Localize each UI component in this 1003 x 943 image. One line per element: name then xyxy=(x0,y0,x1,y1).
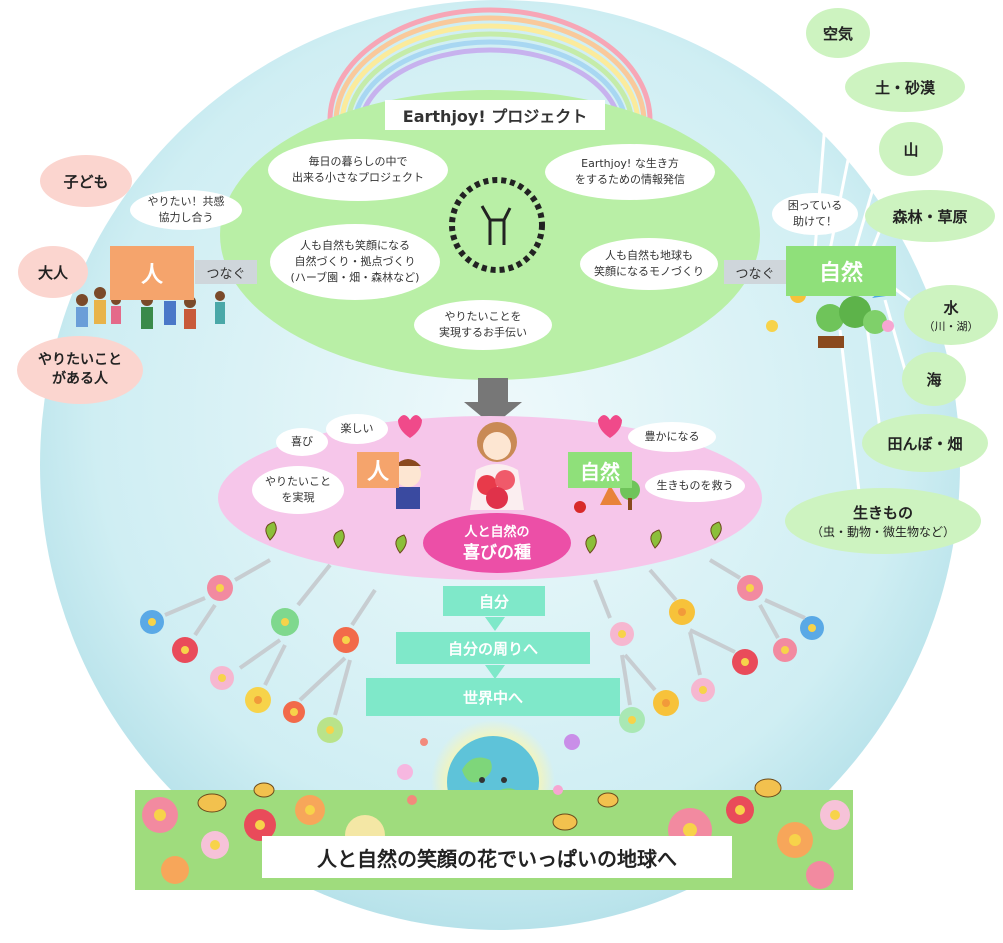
scattered-flowers xyxy=(140,575,824,743)
joy-bubble-realize: やりたいこと を実現 xyxy=(252,466,344,514)
people-speech: やりたい！共感 協力し合う xyxy=(130,190,242,230)
project-bubble-daily: 毎日の暮らしの中で 出来る小さなプロジェクト xyxy=(268,139,448,201)
flow-self: 自分 xyxy=(443,586,545,616)
flow-arrow-icon xyxy=(485,617,505,631)
project-bubble-info: Earthjoy! な生き方 をするための情報発信 xyxy=(545,144,715,200)
seedling-icons xyxy=(265,521,722,554)
wreath-icon xyxy=(449,177,545,273)
project-bubble-support: やりたいことを 実現するお手伝い xyxy=(414,300,552,350)
sparkle-flowers xyxy=(397,734,580,805)
flow-world: 世界中へ xyxy=(366,678,620,716)
people-connect-tag: つなぐ xyxy=(195,260,257,284)
nature-label: 自然 xyxy=(786,246,896,296)
nature-item-fields: 田んぼ・畑 xyxy=(862,414,988,472)
nature-item-air: 空気 xyxy=(806,8,870,58)
nature-connect-tag: つなぐ xyxy=(724,260,786,284)
boy-icon xyxy=(395,459,421,509)
woman-with-flowers-icon xyxy=(470,422,524,510)
project-title: Earthjoy! プロジェクト xyxy=(385,100,605,130)
joy-bubble-save: 生きものを救う xyxy=(645,470,745,502)
flow-surroundings: 自分の周りへ xyxy=(396,632,590,664)
fox-tree-icon xyxy=(574,480,640,513)
footer-slogan: 人と自然の笑顔の花でいっぱいの地球へ xyxy=(262,836,732,878)
growth-arrows xyxy=(164,558,806,716)
group-children: 子ども xyxy=(40,155,132,207)
joy-bubble-rich: 豊かになる xyxy=(628,422,716,452)
heart-icon xyxy=(398,415,622,438)
flower-bed-flowers xyxy=(142,795,850,889)
seed-of-joy: 人と自然の 喜びの種 xyxy=(423,513,571,573)
nature-item-sea: 海 xyxy=(902,352,966,406)
nature-speech: 困っている 助けて！ xyxy=(772,193,858,235)
flow-arrow-icon xyxy=(485,665,505,679)
joy-bubble-fun: 楽しい xyxy=(326,414,388,444)
group-doers: やりたいこと がある人 xyxy=(17,336,143,404)
project-bubble-base: 人も自然も笑顔になる 自然づくり・拠点づくり (ハーブ園・畑・森林など) xyxy=(270,224,440,300)
joy-bubble-joy: 喜び xyxy=(276,428,328,456)
nature-item-soil: 土・砂漠 xyxy=(845,62,965,112)
nature-item-forest: 森林・草原 xyxy=(865,190,995,242)
nature-item-water: 水 （川・湖） xyxy=(904,285,998,345)
joy-person-label: 人 xyxy=(357,452,399,488)
down-arrow-icon xyxy=(464,378,522,426)
people-label: 人 xyxy=(110,246,194,300)
group-adults: 大人 xyxy=(18,246,88,298)
nature-item-mountain: 山 xyxy=(879,122,943,176)
rainbow xyxy=(327,7,653,131)
nature-item-creatures: 生きもの （虫・動物・微生物など） xyxy=(785,488,981,554)
nature-scene-icon xyxy=(766,287,894,348)
joy-nature-label: 自然 xyxy=(568,452,632,488)
deer-icon xyxy=(480,205,512,245)
project-bubble-products: 人も自然も地球も 笑顔になるモノづくり xyxy=(580,238,718,290)
bee-icon xyxy=(197,778,782,831)
